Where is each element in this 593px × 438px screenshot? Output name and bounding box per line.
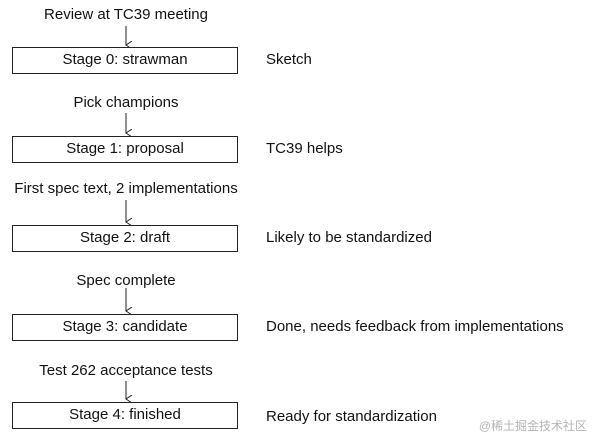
watermark: @稀土掘金技术社区 xyxy=(478,419,587,433)
stage-box-4: Stage 4: finished xyxy=(12,402,238,429)
stage-box-3: Stage 3: candidate xyxy=(12,314,238,341)
stage-description-1: TC39 helps xyxy=(266,140,343,157)
stage-description-2: Likely to be standardized xyxy=(266,229,432,246)
transition-label-champions: Pick champions xyxy=(73,94,179,111)
transition-label-spec-text: First spec text, 2 implementations xyxy=(14,180,238,197)
transition-label-review: Review at TC39 meeting xyxy=(44,6,208,23)
transition-label-test262: Test 262 acceptance tests xyxy=(39,362,213,379)
stage-box-0: Stage 0: strawman xyxy=(12,47,238,74)
stage-box-1: Stage 1: proposal xyxy=(12,136,238,163)
stage-description-4: Ready for standardization xyxy=(266,408,437,425)
stage-description-0: Sketch xyxy=(266,51,312,68)
stage-description-3: Done, needs feedback from implementation… xyxy=(266,318,564,335)
stage-box-2: Stage 2: draft xyxy=(12,225,238,252)
transition-label-spec-complete: Spec complete xyxy=(76,272,176,289)
